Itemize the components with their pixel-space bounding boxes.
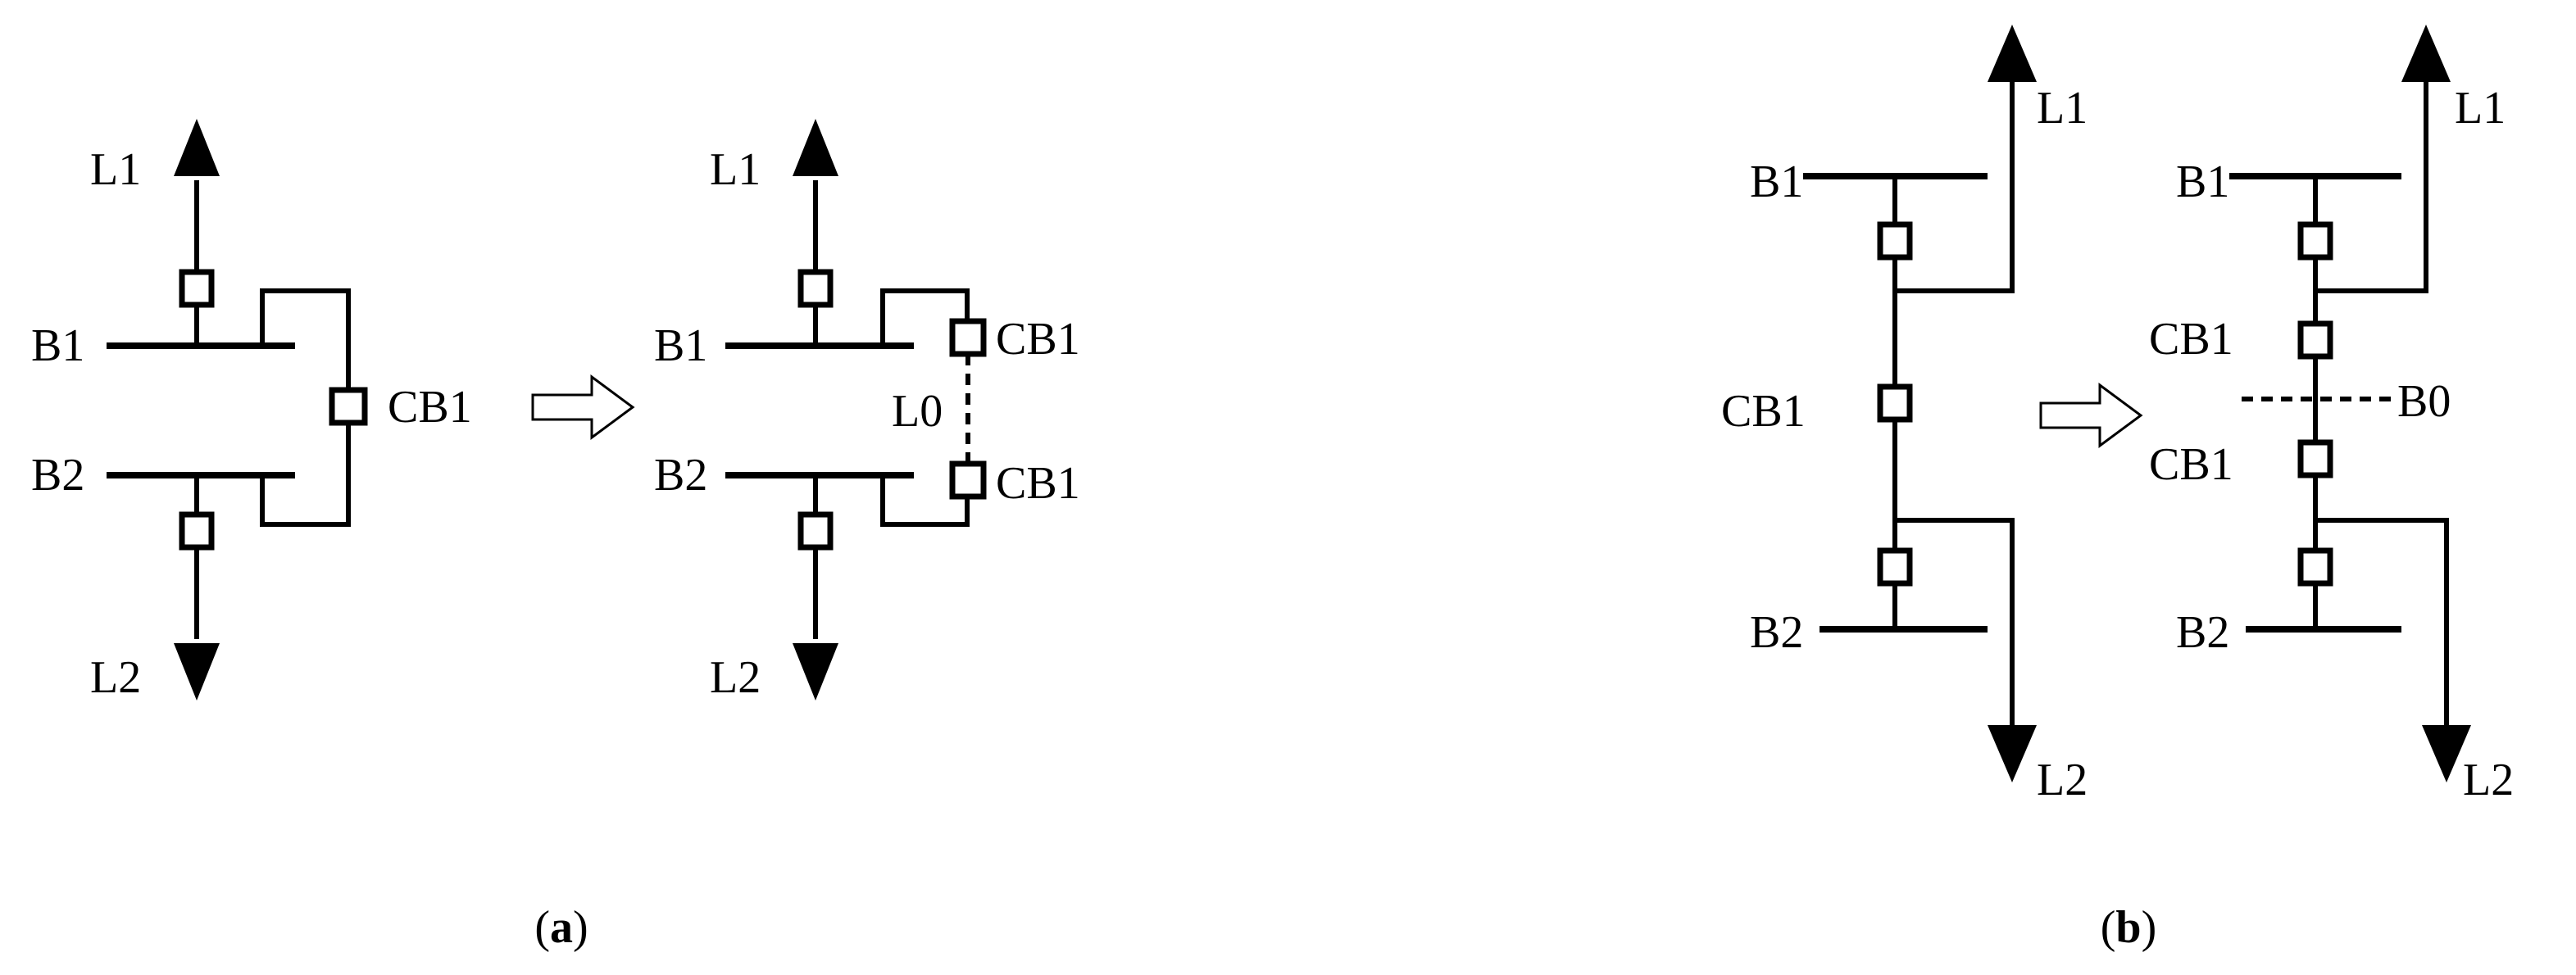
breaker-cb1-icon: [1877, 383, 1913, 423]
arrow-down-icon: [793, 643, 838, 701]
label-b2: B2: [1750, 607, 1803, 658]
breaker-icon: [2297, 221, 2333, 261]
arrow-down-icon: [1988, 725, 2037, 782]
tie-lower: [880, 475, 970, 527]
breaker-cb1-icon: [2297, 439, 2333, 478]
label-b2: B2: [654, 450, 707, 501]
hollow-arrow-icon: [531, 374, 635, 440]
breaker-icon: [797, 511, 834, 551]
caption-b-close: ): [2142, 902, 2157, 953]
label-l0: L0: [892, 386, 943, 437]
label-cb1: CB1: [388, 382, 472, 433]
line-l2: [1895, 518, 2015, 725]
label-b2: B2: [2176, 607, 2229, 658]
label-l1: L1: [2037, 83, 2088, 134]
line-l1: [1895, 82, 2015, 293]
caption-b-open: (: [2101, 902, 2116, 953]
label-b2: B2: [31, 450, 84, 501]
arrow-down-icon: [2422, 725, 2471, 782]
label-l2: L2: [2037, 755, 2088, 805]
breaker-icon: [179, 269, 215, 308]
label-l2: L2: [90, 652, 141, 703]
breaker-cb1-icon: [329, 387, 368, 426]
hollow-arrow-icon: [2039, 383, 2143, 448]
label-l2: L2: [2463, 755, 2514, 805]
label-b0: B0: [2397, 376, 2451, 427]
breaker-cb1-icon: [2297, 320, 2333, 360]
caption-b: (b): [2101, 902, 2156, 953]
caption-a-open: (: [534, 902, 550, 953]
panel-a-after: L1 B1 B2 L2 CB1 L0 CB1: [654, 119, 1080, 703]
label-cb1: CB1: [1721, 386, 1806, 437]
label-cb1: CB1: [2149, 439, 2233, 490]
breaker-cb1-icon: [949, 318, 987, 357]
label-l2: L2: [710, 652, 761, 703]
label-cb1: CB1: [2149, 314, 2233, 365]
breaker-icon: [797, 269, 834, 308]
label-cb1: CB1: [996, 314, 1080, 365]
breaker-icon: [1877, 547, 1913, 587]
label-b1: B1: [1750, 156, 1803, 207]
tie-upper: [880, 288, 970, 346]
arrow-up-icon: [793, 119, 838, 176]
arrow-down-icon: [174, 643, 220, 701]
label-b1: B1: [654, 320, 707, 371]
caption-a-close: ): [573, 902, 588, 953]
panel-a-before: L1 B1 B2 L2 CB1: [31, 119, 472, 703]
arrow-up-icon: [1988, 25, 2037, 82]
breaker-icon: [179, 511, 215, 551]
label-l1: L1: [90, 144, 141, 195]
caption-b-letter: b: [2115, 902, 2141, 953]
line-l2: [2315, 518, 2449, 725]
label-b1: B1: [2176, 156, 2229, 207]
breaker-icon: [2297, 547, 2333, 587]
label-l1: L1: [2455, 83, 2506, 134]
caption-a: (a): [534, 902, 588, 953]
label-b1: B1: [31, 320, 84, 371]
caption-a-letter: a: [550, 902, 573, 953]
label-cb1: CB1: [996, 458, 1080, 509]
breaker-cb1-icon: [949, 460, 987, 500]
breaker-icon: [1877, 221, 1913, 261]
arrow-up-icon: [174, 119, 220, 176]
line-l1: [2315, 82, 2428, 293]
arrow-up-icon: [2401, 25, 2451, 82]
label-l1: L1: [710, 144, 761, 195]
panel-b-before: B1 CB1 B2 L1 L2: [1721, 25, 2088, 805]
panel-b-after: B1 CB1 B0 CB1 B2 L1 L2: [2149, 25, 2514, 805]
